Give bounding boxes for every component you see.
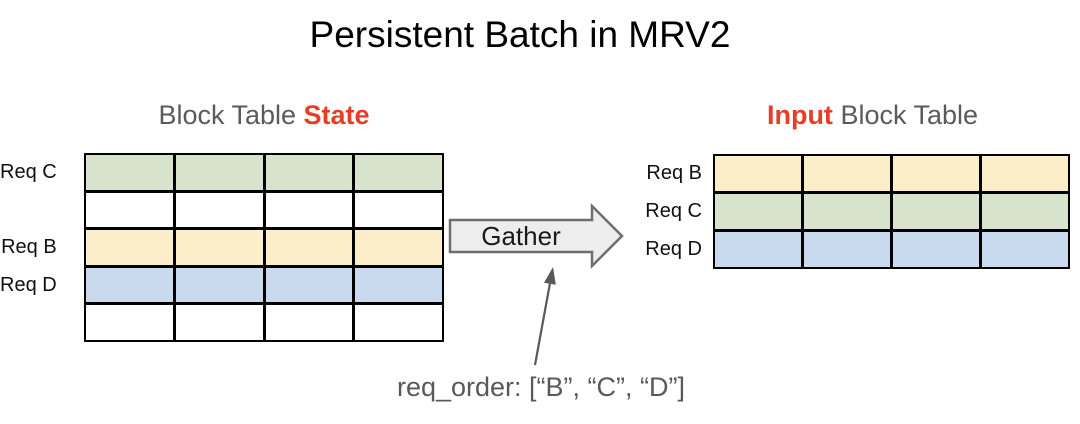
input-table-title: Input Block Table [694,100,1051,131]
block-cell [715,194,801,229]
block-cell [265,230,353,265]
input-table-title-highlight: Input [766,100,833,130]
block-cell [175,230,263,265]
input-table-row-labels: Req B Req C Req D [612,154,702,269]
block-cell [86,267,173,303]
req-order-annotation: req_order: [“B”, “C”, “D”] [396,372,686,402]
state-table-title-prefix: Block Table [158,100,304,130]
block-cell [804,232,890,267]
row-label: Req D [645,238,702,260]
block-cell [355,192,442,228]
pointer-arrow-icon [533,267,556,366]
state-table-title: Block Table State [84,100,444,131]
block-cell [893,232,979,267]
row-label: Req C [645,200,702,222]
slide-title: Persistent Batch in MRV2 [309,14,731,55]
block-cell [804,156,890,191]
row-label: Req B [1,235,57,258]
gather-arrow-icon: Gather [448,202,624,270]
state-table-grid [84,153,444,342]
pointer-arrow-line [533,283,551,366]
block-cell [804,194,890,229]
block-cell [86,155,173,190]
row-label: Req D [0,273,57,296]
block-cell [86,305,173,340]
block-cell [175,305,263,340]
block-cell [265,267,353,303]
block-cell [355,305,442,340]
block-cell [175,155,263,190]
pointer-arrow-head [544,267,556,285]
block-cell [265,192,353,228]
block-cell [265,155,353,190]
block-cell [355,230,442,265]
block-cell [715,156,801,191]
block-cell [982,156,1068,191]
block-cell [715,232,801,267]
block-cell [982,194,1068,229]
state-table-title-highlight: State [303,100,370,130]
state-table-row-labels: Req C Req B Req D [0,153,57,342]
gather-arrow-label: Gather [481,221,561,251]
row-label: Req C [0,160,57,183]
block-cell [982,232,1068,267]
block-cell [86,192,173,228]
input-table-grid [713,154,1070,269]
block-cell [265,305,353,340]
block-cell [355,267,442,303]
block-cell [893,194,979,229]
block-cell [86,230,173,265]
input-table-title-suffix: Block Table [832,100,979,130]
block-cell [893,156,979,191]
row-label: Req B [646,162,702,184]
block-cell [175,267,263,303]
gather-arrow-shape [448,202,624,270]
block-cell [175,192,263,228]
block-cell [355,155,442,190]
